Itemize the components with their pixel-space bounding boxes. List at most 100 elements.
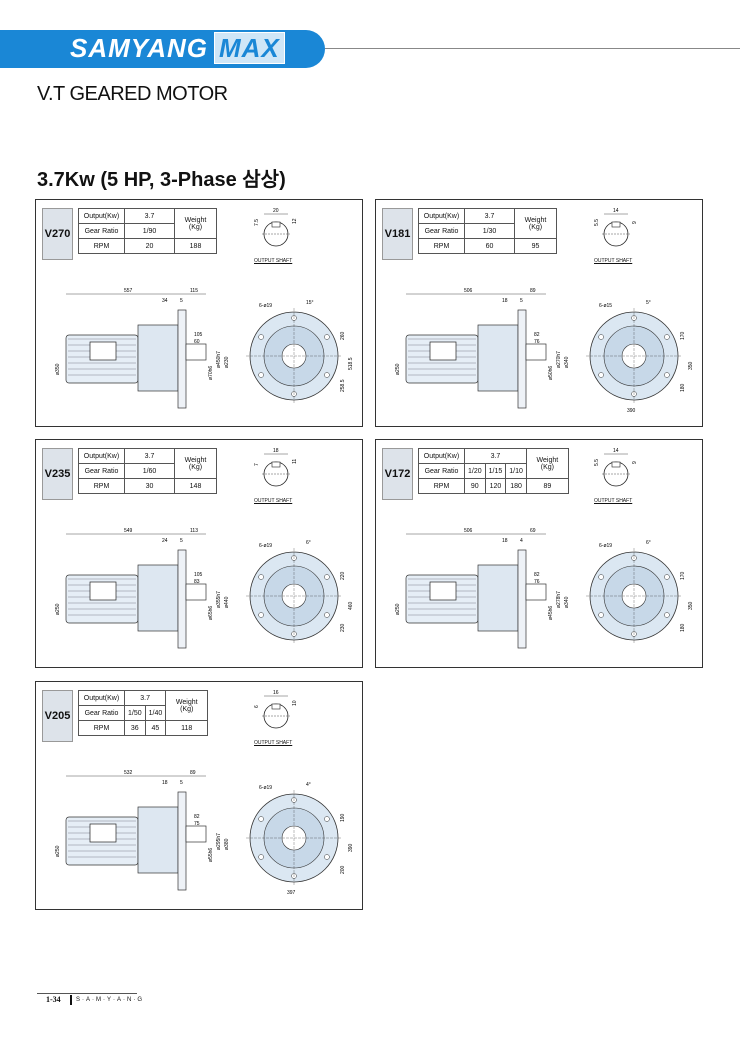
shaft-diameter-dim: ø70h6 — [208, 366, 214, 380]
shaft-width-dim: 14 — [613, 448, 619, 454]
shaft-diameter-dim: ø50h6 — [548, 366, 554, 380]
weight-header: Weight(Kg) — [514, 208, 557, 239]
shaft-depth-dim: 5.5 — [594, 459, 600, 466]
output-shaft-side — [185, 343, 207, 361]
page-number: 1-34 — [46, 995, 61, 1004]
weight-value: 188 — [174, 238, 217, 254]
terminal-box — [429, 341, 457, 361]
gear-ratio-label: Gear Ratio — [78, 705, 125, 721]
bolt-hole-dim: 6-ø19 — [599, 543, 612, 549]
brand-name: SAMYANG — [70, 33, 208, 63]
gear-housing — [137, 564, 179, 632]
pilot-diameter-dim: ø295h7 — [216, 833, 222, 850]
bolt-angle-dim: 15° — [306, 300, 314, 306]
flange-diameter-dim: ø340 — [564, 596, 570, 608]
bolt-hole — [258, 574, 264, 580]
dim-c: 113 — [190, 528, 198, 534]
dim-d: 105 — [194, 332, 203, 338]
height-total-dim: 518.5 — [348, 357, 354, 370]
bolt-hole-dim: 6-ø19 — [259, 543, 272, 549]
height-upper-dim: 220 — [340, 571, 346, 580]
shaft-key-dim: 11 — [292, 459, 298, 464]
bolt-hole — [258, 854, 264, 860]
dim-a: 24 — [162, 538, 168, 544]
shaft-key-dim: 12 — [292, 218, 298, 224]
dim-c: 89 — [190, 770, 196, 776]
mounting-flange — [177, 309, 187, 409]
output-shaft-label: OUTPUT SHAFT — [254, 258, 293, 264]
terminal-box — [89, 581, 117, 601]
height-total-dim: 350 — [688, 361, 694, 370]
dim-e: 83 — [194, 579, 200, 585]
dim-d: 82 — [194, 814, 200, 820]
gear-ratio-value: 1/30 — [464, 223, 515, 239]
mounting-flange — [517, 549, 527, 649]
shaft-width-dim: 16 — [273, 690, 279, 696]
rpm-label: RPM — [78, 720, 125, 736]
output-value: 3.7 — [123, 690, 167, 706]
shaft-width-dim: 18 — [273, 448, 279, 454]
dim-c: 69 — [530, 528, 536, 534]
output-value: 3.7 — [464, 208, 515, 224]
gear-ratio-value: 1/90 — [124, 223, 175, 239]
model-label: V205 — [42, 690, 73, 742]
gear-ratio-value: 1/20 — [464, 463, 486, 479]
footer-brand: S·A·M·Y·A·N·G — [76, 997, 144, 1003]
bolt-angle-dim: 6° — [646, 540, 651, 546]
page-subtitle: V.T GEARED MOTOR — [37, 83, 228, 105]
gear-ratio-value: 1/15 — [484, 463, 507, 479]
flange-diameter-dim: ø380 — [224, 838, 230, 850]
gear-ratio-value: 1/40 — [144, 705, 167, 721]
rpm-label: RPM — [78, 238, 125, 254]
dim-d: 82 — [534, 572, 540, 578]
shaft-depth-dim: 7.5 — [254, 219, 260, 226]
gear-ratio-label: Gear Ratio — [418, 463, 465, 479]
shaft-diameter-dim: ø45h6 — [548, 606, 554, 620]
shaft-key — [271, 703, 281, 710]
dim-c: 89 — [530, 288, 536, 294]
pilot-diameter-dim: ø278h7 — [556, 591, 562, 608]
dim-a: 18 — [162, 780, 168, 786]
height-upper-dim: 190 — [340, 813, 346, 822]
bolt-hole — [324, 334, 330, 340]
bolt-hole — [324, 612, 330, 618]
bolt-hole — [598, 372, 604, 378]
shaft-key — [611, 221, 621, 228]
bolt-angle-dim: 5° — [646, 300, 651, 306]
gear-housing — [477, 564, 519, 632]
bolt-hole-dim: 6-ø19 — [259, 303, 272, 309]
gear-housing — [137, 806, 179, 874]
bolt-hole — [324, 372, 330, 378]
rpm-value: 90 — [464, 478, 486, 494]
rpm-value: 120 — [484, 478, 507, 494]
overall-length-dim: 532 — [124, 770, 133, 776]
gear-ratio-value: 1/50 — [124, 705, 146, 721]
bolt-hole — [664, 574, 670, 580]
shaft-key-dim: 9 — [632, 461, 638, 464]
dim-e: 60 — [194, 339, 200, 345]
output-shaft-label: OUTPUT SHAFT — [254, 740, 293, 746]
dim-c: 115 — [190, 288, 198, 294]
weight-unit: (Kg) — [188, 223, 203, 231]
output-shaft-label: OUTPUT SHAFT — [254, 498, 293, 504]
bolt-hole — [324, 854, 330, 860]
terminal-box — [89, 823, 117, 843]
output-label: Output(Kw) — [418, 448, 465, 464]
weight-label: Weight — [184, 216, 207, 224]
bolt-hole — [258, 816, 264, 822]
rpm-value: 60 — [464, 238, 515, 254]
shaft-key-dim: 9 — [632, 221, 638, 224]
height-upper-dim: 170 — [680, 571, 686, 580]
